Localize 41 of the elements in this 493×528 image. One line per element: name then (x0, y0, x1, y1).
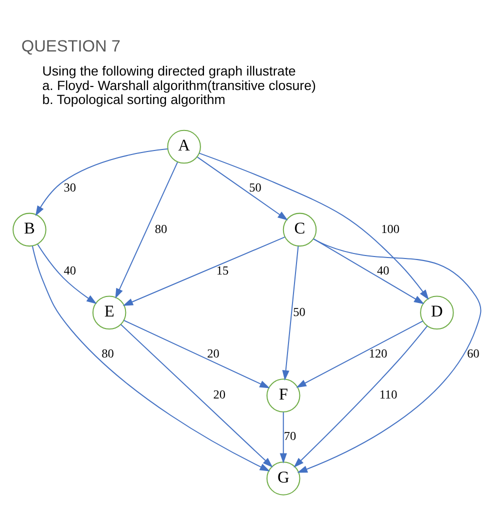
edge-label: 50 (248, 180, 261, 194)
edge-label: 110 (378, 387, 397, 402)
node-circle: F (266, 378, 300, 412)
arrow (31, 245, 270, 471)
arrow (293, 325, 428, 468)
arrow (282, 246, 298, 380)
arrow (114, 161, 178, 298)
edge-label: 20 (206, 346, 219, 360)
arrow (34, 148, 168, 216)
label: a. Floyd- Warshall algorithm(transitive closure) (42, 77, 316, 92)
edge-label: 60 (466, 346, 479, 360)
arrow (123, 319, 270, 388)
edge-label: 50 (292, 304, 305, 318)
node-circle: B (12, 212, 46, 246)
node-circle: C (282, 212, 316, 246)
node-circle: A (166, 129, 200, 164)
edge-label: 120 (368, 346, 387, 360)
edge-label: 100 (380, 221, 400, 236)
edge-label: 20 (212, 387, 226, 402)
arrow (312, 238, 424, 304)
edge-label: 30 (63, 180, 76, 194)
edge-label: 15 (216, 262, 228, 277)
arrow (279, 412, 286, 463)
arrow (122, 236, 285, 306)
node-circle: E (92, 295, 126, 330)
arrow (36, 244, 96, 304)
edge-label: 80 (101, 346, 114, 360)
arrow (120, 324, 272, 467)
edge-label: 40 (63, 262, 76, 277)
node-circle: G (266, 461, 300, 495)
node-circle: D (420, 295, 454, 330)
edge-label: 40 (376, 262, 389, 277)
arrow (296, 320, 423, 388)
label: Using the following directed graph illustrate (42, 63, 296, 78)
arrow (296, 238, 481, 472)
arrow (198, 152, 428, 300)
label: b. Topological sorting algorithm (42, 92, 225, 107)
edge-label: 80 (154, 221, 167, 236)
diagram-title: QUESTION 7 (20, 36, 120, 55)
edge-label: 70 (283, 428, 296, 443)
arrow (196, 156, 288, 220)
